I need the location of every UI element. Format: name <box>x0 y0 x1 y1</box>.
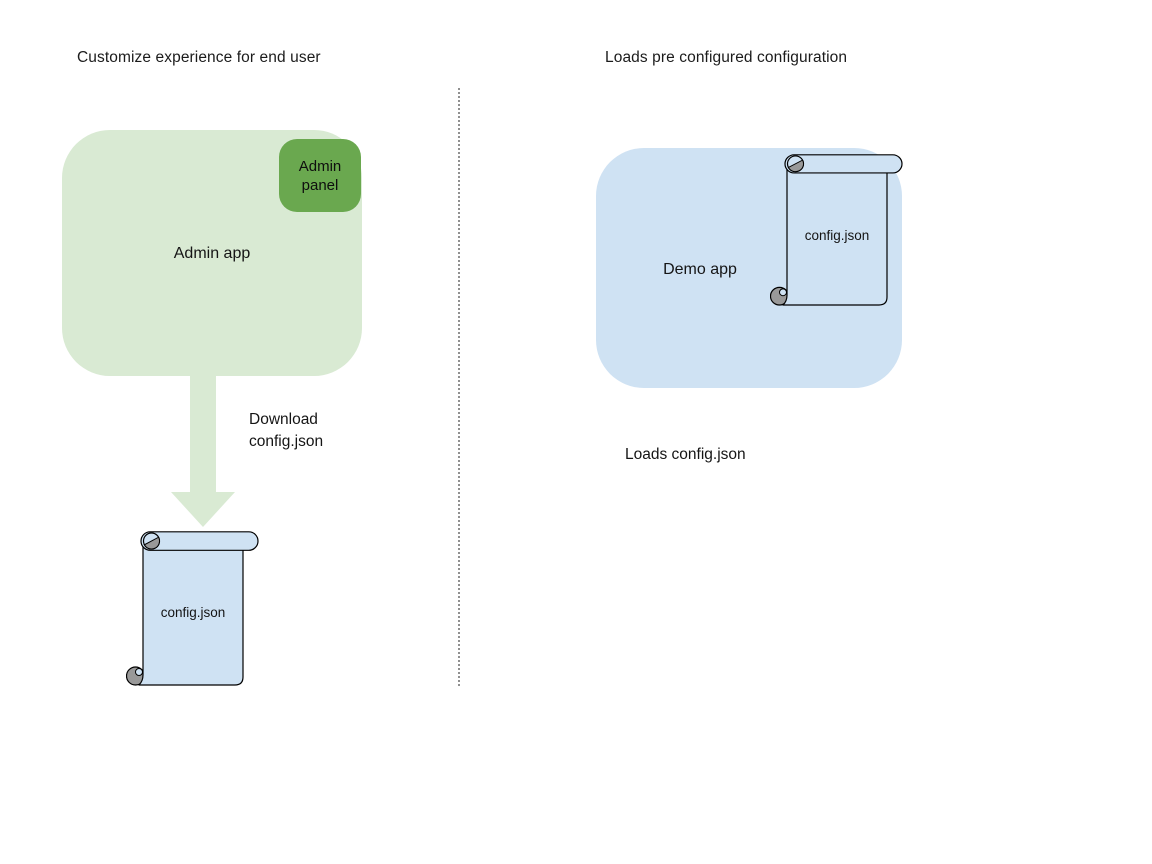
config-file-scroll-right: config.json <box>770 154 905 309</box>
download-arrow-icon <box>171 376 235 527</box>
demo-app-label: Demo app <box>663 261 737 278</box>
config-file-label: config.json <box>804 228 870 243</box>
config-file-label: config.json <box>160 605 226 620</box>
download-config-label: Download config.json <box>249 411 324 450</box>
left-section-title: Customize experience for end user <box>77 49 321 66</box>
scroll-document-icon <box>126 531 259 686</box>
admin-panel-label: Admin panel <box>298 157 342 194</box>
config-file-scroll-left: config.json <box>126 531 261 686</box>
admin-panel-box: Admin panel <box>279 139 361 212</box>
right-section-title: Loads pre configured configuration <box>605 49 848 66</box>
loads-config-caption: Loads config.json <box>625 446 746 463</box>
scroll-document-icon <box>770 154 903 306</box>
admin-app-label: Admin app <box>173 245 251 262</box>
section-divider <box>458 88 460 686</box>
